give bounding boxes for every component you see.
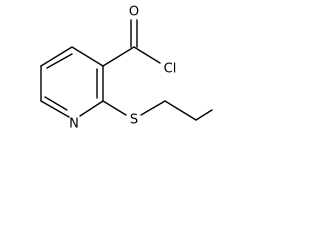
molecule-drawing: O Cl N S bbox=[40, 5, 213, 132]
atom-cl-label: Cl bbox=[164, 62, 177, 77]
bond-sulfur-c1 bbox=[140, 100, 166, 116]
atom-n-label: N bbox=[69, 117, 79, 132]
bond-c1-c2 bbox=[164, 100, 197, 121]
bond-carbonyl-cl bbox=[133, 46, 161, 64]
atom-o-label: O bbox=[129, 5, 139, 20]
ring-bond-n-c2 bbox=[40, 100, 70, 118]
bond-c2-c3 bbox=[195, 109, 213, 121]
ring-bond-c4-c5 bbox=[71, 46, 104, 67]
bond-ring-sulfur bbox=[102, 100, 127, 116]
ring-bond-c6-n bbox=[79, 100, 104, 117]
atom-s-label: S bbox=[130, 113, 138, 128]
ring-bond-c3-c4-inner bbox=[46, 53, 73, 69]
ring-bond-c3-c4 bbox=[40, 46, 73, 67]
bond-ring-carbonyl bbox=[102, 46, 135, 67]
structure-diagram: O Cl N S bbox=[0, 0, 216, 138]
ring-bond-n-c2-inner bbox=[44, 96, 68, 111]
